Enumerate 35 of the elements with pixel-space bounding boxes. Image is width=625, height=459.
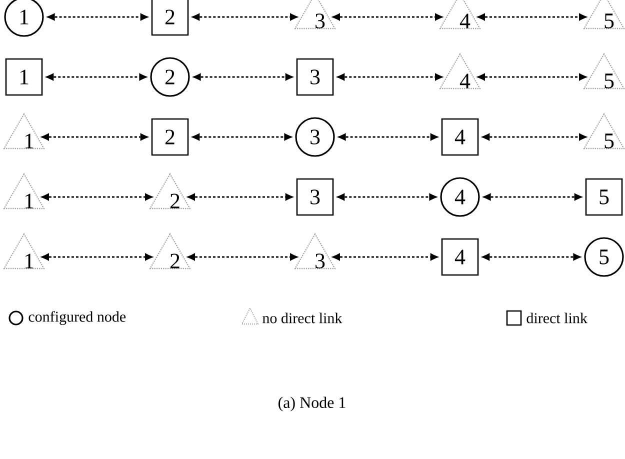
arrow [336, 133, 440, 141]
direct-link-box: 2 [151, 0, 189, 36]
arrow [40, 193, 154, 201]
arrow [40, 133, 150, 141]
arrow [336, 73, 444, 81]
no-direct-link-triangle: 3 [294, 0, 336, 30]
arrow [330, 253, 440, 261]
direct-link-box: 1 [5, 58, 43, 96]
arrow [46, 13, 150, 21]
arrow [336, 193, 438, 201]
arrow [480, 133, 588, 141]
legend-label: configured node [28, 311, 126, 325]
no-direct-link-triangle: 4 [439, 0, 481, 30]
arrow [190, 13, 300, 21]
arrow [192, 73, 294, 81]
direct-link-box: 3 [296, 58, 334, 96]
direct-link-box: 2 [151, 118, 189, 156]
direct-link-box: 3 [296, 178, 334, 216]
arrow [476, 73, 588, 81]
arrow [482, 193, 584, 201]
direct-link-box: 4 [441, 238, 479, 276]
legend-label: direct link [526, 312, 588, 324]
legend-label: no direct link [262, 312, 342, 324]
direct-link-box: 4 [441, 118, 479, 156]
arrow [186, 253, 300, 261]
arrow [40, 253, 154, 261]
arrow [476, 13, 588, 21]
arrow [330, 13, 444, 21]
direct-link-box: 5 [585, 178, 623, 216]
caption: (a) Node 1 [278, 396, 346, 412]
arrow [186, 193, 294, 201]
arrow [44, 73, 148, 81]
arrow [480, 253, 582, 261]
no-direct-link-triangle: 5 [583, 0, 625, 30]
arrow [190, 133, 294, 141]
